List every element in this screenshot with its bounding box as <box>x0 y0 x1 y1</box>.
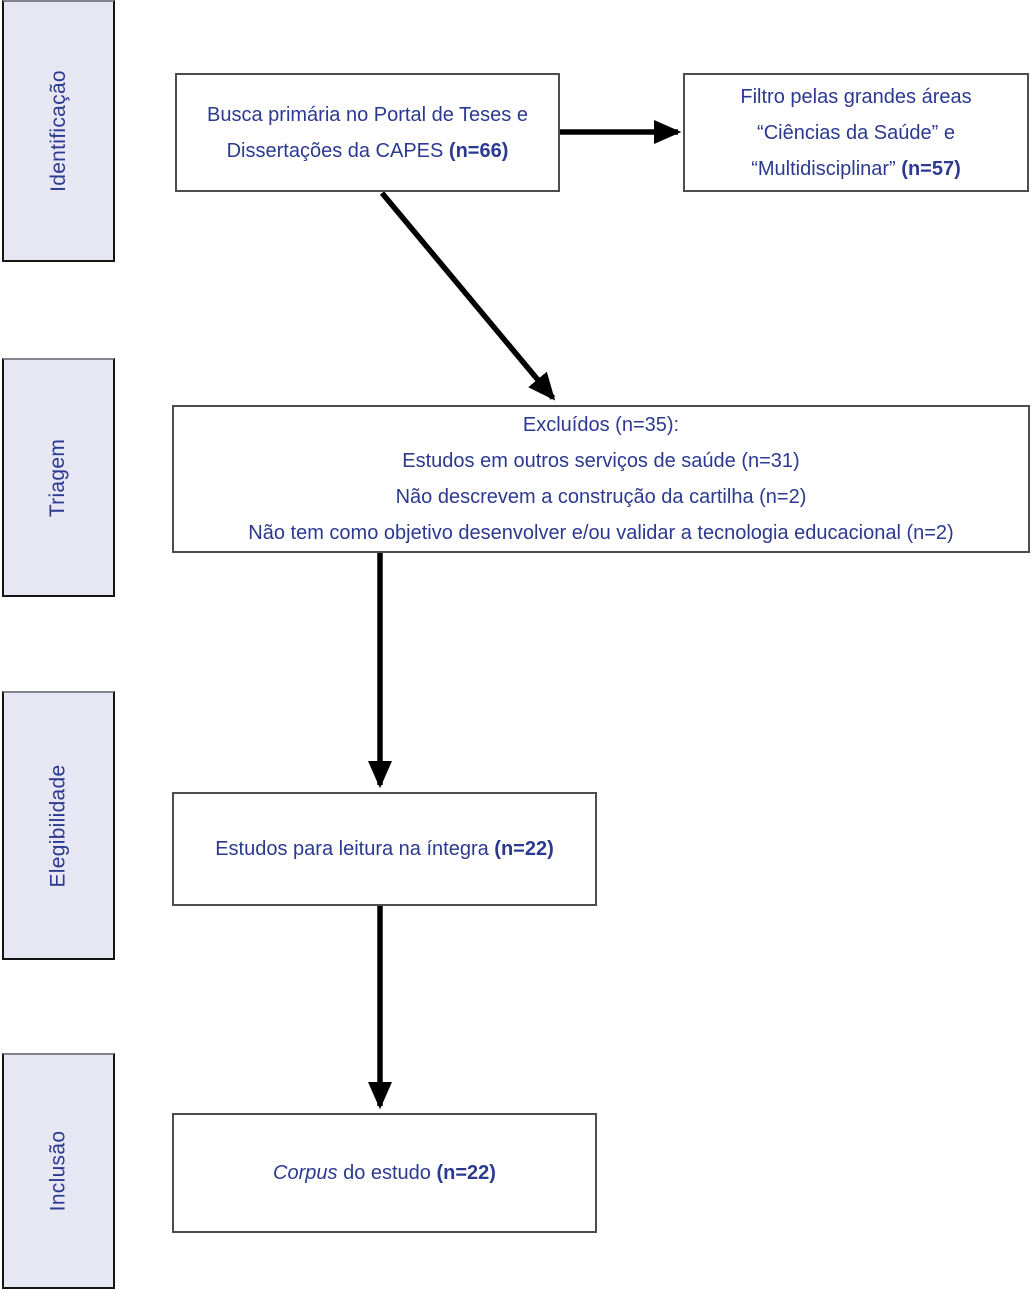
full-reading-text: Estudos para leitura na íntegra <box>215 838 489 860</box>
area-filter-line3: “Multidisciplinar” (n=57) <box>751 151 961 187</box>
node-corpus: Corpus do estudo (n=22) <box>172 1113 597 1233</box>
excluded-line1: Excluídos (n=35): <box>522 414 680 436</box>
node-excluded: Excluídos (n=35): Estudos em outros serv… <box>172 405 1030 553</box>
stage-screening: Triagem <box>2 358 115 597</box>
arrow-search-to-excluded-icon <box>379 191 556 401</box>
primary-search-count: (n=66) <box>448 139 509 162</box>
excluded-line4: Não tem como objetivo desenvolver e/ou v… <box>248 522 954 544</box>
node-primary-search: Busca primária no Portal de Teses e Diss… <box>175 73 560 192</box>
corpus-count: (n=22) <box>436 1162 496 1184</box>
stage-eligibility-label: Elegibilidade <box>46 764 70 887</box>
stage-screening-label: Triagem <box>46 438 70 517</box>
corpus-text-wrap: Corpus do estudo (n=22) <box>273 1155 496 1191</box>
area-filter-count: (n=57) <box>901 157 961 180</box>
excluded-line2: Estudos em outros serviços de saúde (n=3… <box>402 450 800 472</box>
area-filter-line3-text: “Multidisciplinar” <box>751 157 896 180</box>
stage-eligibility: Elegibilidade <box>2 691 115 960</box>
stage-identification: Identificação <box>2 0 115 262</box>
full-reading-count: (n=22) <box>494 838 554 860</box>
node-primary-search-text: Busca primária no Portal de Teses e Diss… <box>199 97 536 169</box>
corpus-italic-text: Corpus <box>273 1162 338 1184</box>
node-area-filter: Filtro pelas grandes áreas “Ciências da … <box>683 73 1029 192</box>
stage-inclusion-label: Inclusão <box>46 1130 70 1212</box>
node-full-reading: Estudos para leitura na íntegra (n=22) <box>172 792 597 906</box>
primary-search-text: Busca primária no Portal de Teses e Diss… <box>207 103 528 162</box>
full-reading-text-wrap: Estudos para leitura na íntegra (n=22) <box>215 831 554 867</box>
excluded-line3: Não descrevem a construção da cartilha (… <box>395 486 807 508</box>
corpus-text: do estudo <box>343 1162 431 1184</box>
area-filter-line2: “Ciências da Saúde” e <box>757 121 955 144</box>
stage-identification-label: Identificação <box>46 70 70 192</box>
stage-inclusion: Inclusão <box>2 1053 115 1289</box>
area-filter-line1: Filtro pelas grandes áreas <box>740 85 972 108</box>
